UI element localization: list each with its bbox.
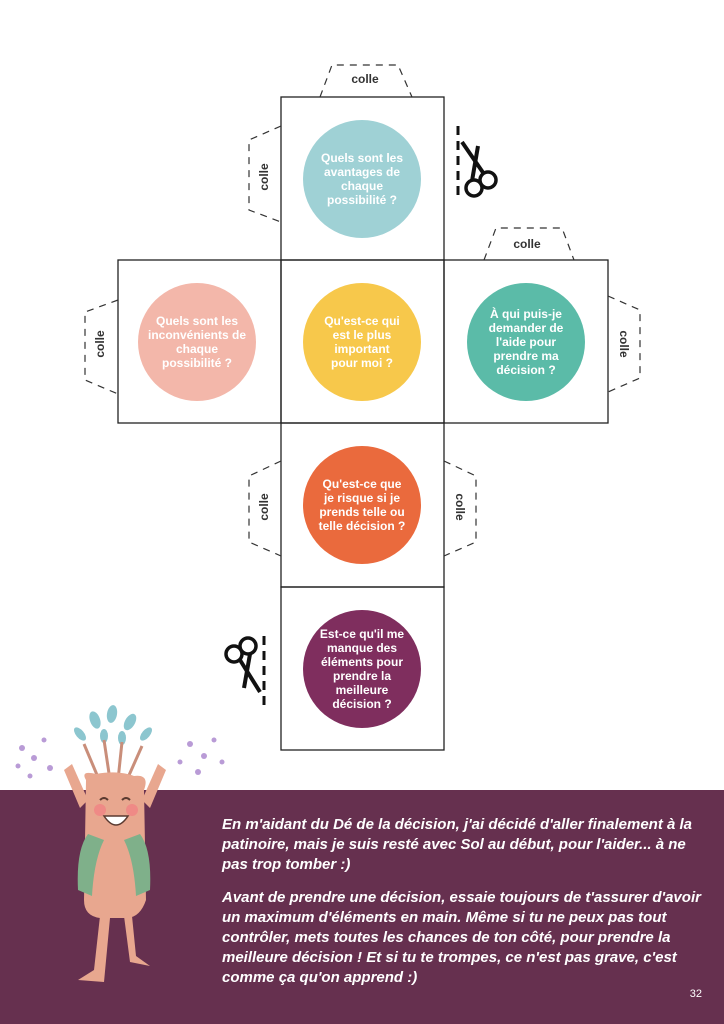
glue-tab-right-top	[483, 227, 575, 261]
page-number: 32	[689, 988, 702, 1000]
right-arm	[142, 764, 166, 808]
dice-net: colle colle colle colle colle colle coll…	[84, 64, 641, 751]
face-circle-missing	[303, 610, 421, 728]
cube-outline	[117, 96, 609, 751]
glue-tabs	[84, 64, 641, 557]
tree-character-illustration	[15, 705, 225, 982]
glue-tab-lower-right	[443, 460, 477, 557]
glue-tab-right	[607, 295, 641, 393]
scarf-right	[124, 834, 151, 896]
left-arm	[64, 764, 88, 808]
story-paragraph-1: En m'aidant du Dé de la décision, j'ai d…	[222, 816, 693, 873]
leaf-sprays	[15, 705, 225, 779]
glue-label-left: colle	[93, 330, 107, 358]
glue-tab-top	[319, 64, 413, 98]
face-text-help: À qui puis-je demander de l'aide pour pr…	[488, 307, 564, 377]
story-paragraph-2: Avant de prendre une décision, essaie to…	[222, 889, 701, 986]
glue-tab-lower-left	[248, 460, 282, 557]
scissors-icon	[224, 636, 266, 708]
scarf-left	[77, 834, 104, 896]
glue-tab-top-left	[248, 125, 282, 223]
glue-label-right-top: colle	[513, 237, 541, 251]
glue-label-top-left: colle	[257, 163, 271, 191]
right-leg	[124, 916, 150, 966]
face-text-missing: Est-ce qu'il me manque des éléments pour…	[319, 627, 405, 711]
glue-label-lower-right: colle	[453, 493, 467, 521]
glue-tab-left	[84, 299, 119, 395]
face-circle-help	[467, 283, 585, 401]
face-text-disadvantages: Quels sont les inconvénients de chaque p…	[147, 314, 247, 370]
face-circle-disadvantages	[138, 283, 256, 401]
face-bottom-frame	[280, 586, 445, 751]
face-text-risk: Qu'est-ce que je risque si je prends tel…	[318, 477, 406, 533]
glue-labels: colle colle colle colle colle colle coll…	[93, 72, 631, 521]
scissors-icon	[456, 126, 498, 198]
smiling-face	[94, 797, 138, 826]
glue-label-right: colle	[617, 330, 631, 358]
face-right-frame	[443, 259, 609, 424]
face-text-important: Qu'est-ce qui est le plus important pour…	[324, 314, 400, 370]
glue-label-top: colle	[351, 72, 379, 86]
face-circle-risk	[303, 446, 421, 564]
left-leg	[78, 916, 110, 982]
face-circle-advantages	[303, 120, 421, 238]
face-circle-important	[303, 283, 421, 401]
face-text-advantages: Quels sont les avantages de chaque possi…	[320, 151, 404, 207]
glue-label-lower-left: colle	[257, 493, 271, 521]
